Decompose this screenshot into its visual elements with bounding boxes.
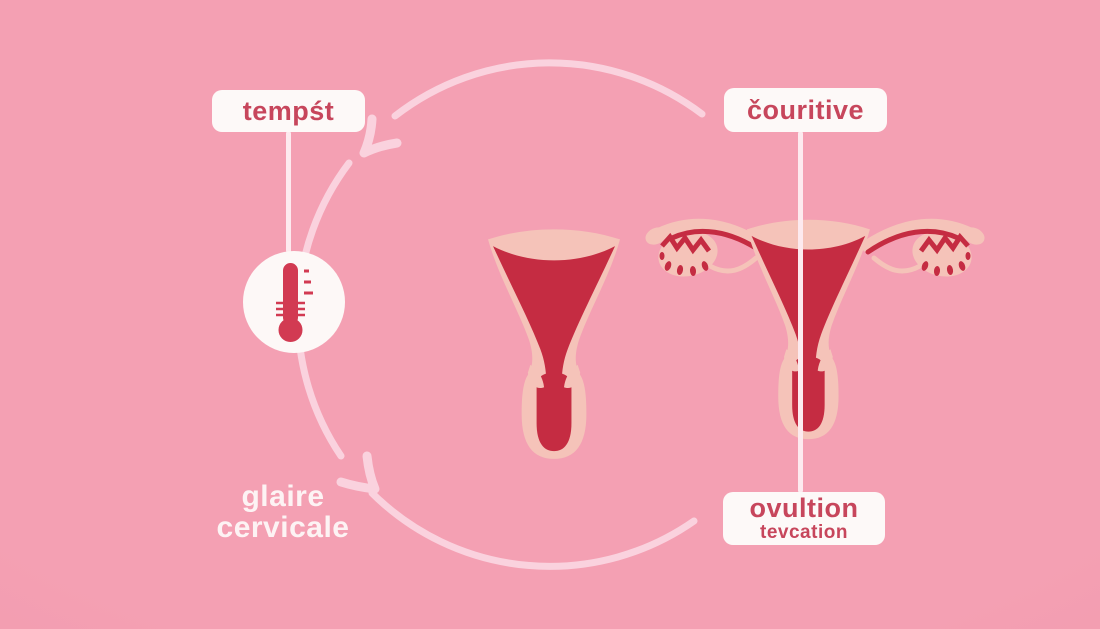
uterus-illustration-with-ovaries xyxy=(640,208,990,440)
ovulation-label-card: ovultion tevcation xyxy=(723,492,885,545)
curved-arrow-icon xyxy=(359,114,402,158)
cervical-mucus-label: glaire cervicale xyxy=(183,481,383,543)
ovulation-label-line1: ovultion xyxy=(749,493,859,524)
connector-line-ovulation xyxy=(798,131,803,493)
thermometer-glyph xyxy=(276,263,313,342)
top-right-label: čouritive xyxy=(746,94,865,125)
thermometer-icon xyxy=(243,251,345,353)
ovary-right xyxy=(868,224,987,283)
top-right-label-card: čouritive xyxy=(724,88,887,132)
uterus-illustration-simple xyxy=(488,229,620,459)
temperature-label: tempśt xyxy=(242,95,335,126)
connector-line-temperature xyxy=(286,131,291,253)
ovary-left xyxy=(643,224,762,283)
cervical-mucus-line2: cervicale xyxy=(216,511,350,544)
cervical-mucus-line1: glaire xyxy=(241,480,325,513)
ovulation-label-line2: tevcation xyxy=(760,521,848,543)
temperature-label-card: tempśt xyxy=(212,90,365,132)
curved-arrow-icon xyxy=(336,451,380,494)
